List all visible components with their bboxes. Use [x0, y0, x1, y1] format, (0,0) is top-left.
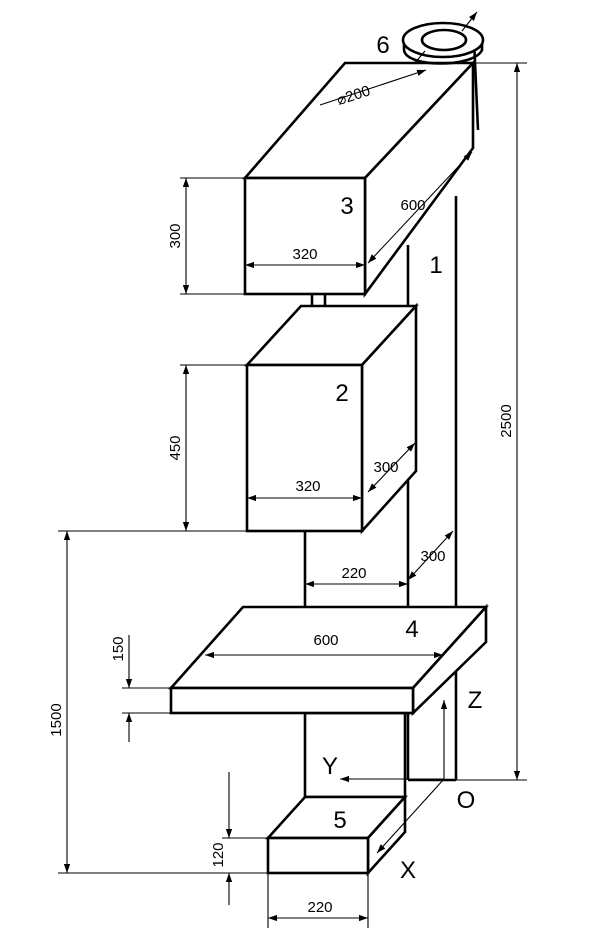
- dim-total-height-2500: 2500: [498, 404, 515, 437]
- dim-table-thickness-150: 150: [110, 636, 127, 661]
- dim-column-depth-300: 300: [420, 548, 445, 565]
- dim-table-level-1500: 1500: [48, 703, 65, 736]
- dim-block3-depth-600: 600: [400, 197, 425, 214]
- label-part-5: 5: [333, 807, 346, 834]
- label-part-3: 3: [340, 193, 353, 220]
- dimension-lines: [58, 62, 527, 928]
- dim-table-width-600: 600: [313, 632, 338, 649]
- axis-label-y: Y: [322, 753, 338, 780]
- cylinder-part-6: [401, 11, 485, 131]
- table-part-4: [168, 603, 489, 717]
- axis-label-z: Z: [468, 687, 483, 714]
- dim-base-height-120: 120: [210, 842, 227, 867]
- coordinate-axes: [340, 700, 448, 854]
- base-part-5: [265, 711, 408, 877]
- label-part-2: 2: [335, 380, 348, 407]
- label-part-4: 4: [405, 616, 418, 643]
- dim-base-width-220: 220: [307, 899, 332, 916]
- dim-column-gap-220: 220: [341, 565, 366, 582]
- label-part-1: 1: [429, 252, 442, 279]
- dim-block3-height-300: 300: [167, 223, 184, 248]
- dim-block2-height-450: 450: [167, 435, 184, 460]
- label-part-6: 6: [376, 32, 389, 59]
- axis-label-x: X: [400, 857, 416, 884]
- dim-block2-width-320: 320: [295, 478, 320, 495]
- dim-block2-depth-300: 300: [373, 459, 398, 476]
- block-part-2: [244, 302, 419, 535]
- axis-label-origin: O: [457, 787, 476, 814]
- dim-block3-width-320: 320: [292, 246, 317, 263]
